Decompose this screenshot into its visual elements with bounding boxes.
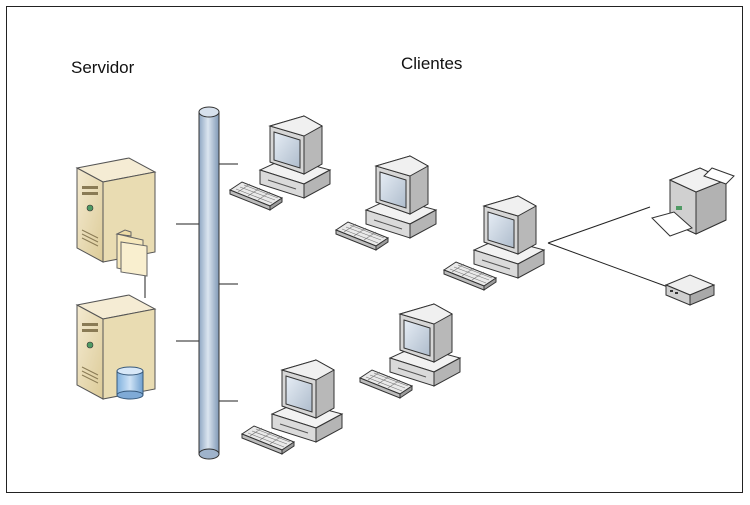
workstation-icon — [241, 359, 343, 455]
network-device-icon — [664, 274, 716, 306]
workstation-icon — [229, 115, 331, 211]
file-server-icon — [76, 157, 156, 277]
clients-label: Clientes — [401, 54, 463, 73]
workstation-icon — [443, 195, 545, 291]
workstation-icon — [335, 155, 437, 251]
printer-link — [547, 206, 651, 244]
network-bus — [198, 106, 220, 460]
database-server-icon — [76, 294, 156, 400]
workstation-icon — [359, 303, 461, 399]
server-label: Servidor — [71, 58, 135, 77]
diagram-frame — [6, 6, 743, 493]
printer-icon — [651, 167, 735, 237]
device-link — [547, 242, 669, 288]
